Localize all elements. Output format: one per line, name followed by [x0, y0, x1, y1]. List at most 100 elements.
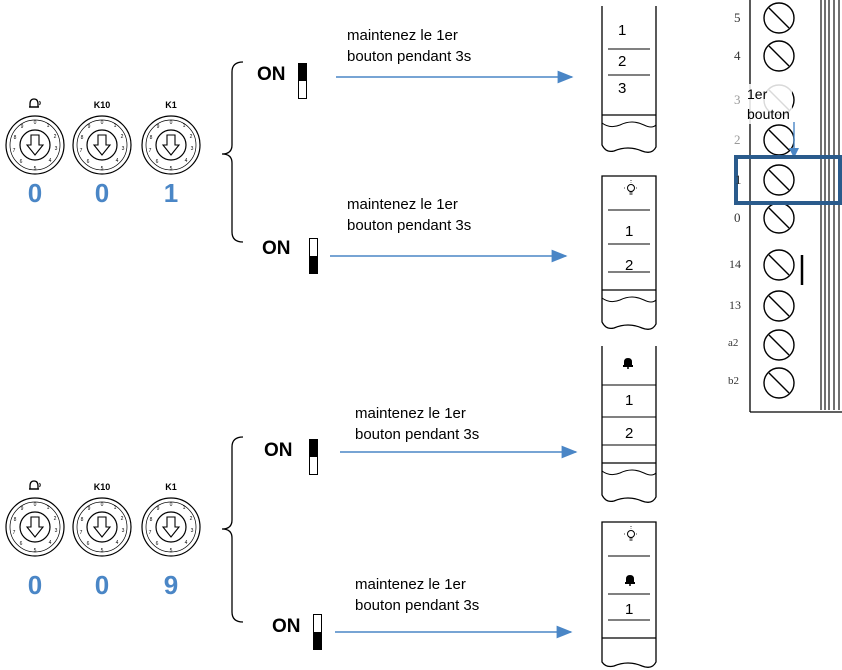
instruction-line1: maintenez le 1er	[347, 196, 458, 213]
svg-text:9: 9	[21, 506, 24, 512]
svg-text:8: 8	[150, 135, 153, 141]
svg-text:8: 8	[14, 135, 17, 141]
card2-cell-3: 2	[625, 257, 634, 274]
button-card-2	[601, 175, 657, 330]
card1-cell-1: 1	[618, 22, 627, 39]
terminal-label-b2: b2	[728, 375, 739, 387]
on-label-1: ON	[257, 64, 286, 85]
svg-text:2: 2	[121, 134, 124, 140]
svg-text:6: 6	[156, 541, 159, 547]
terminal-label-3: 3	[734, 92, 741, 107]
svg-text:8: 8	[81, 517, 84, 523]
svg-text:2: 2	[190, 516, 193, 522]
svg-text:7: 7	[13, 148, 16, 154]
terminal-label-14: 14	[729, 257, 741, 271]
callout-line1: 1er	[747, 86, 768, 102]
svg-text:2: 2	[121, 516, 124, 522]
dip-switch-2[interactable]	[309, 238, 318, 274]
svg-text:9: 9	[88, 124, 91, 130]
card1-cell-3: 3	[618, 80, 627, 97]
terminal-label-1: 1	[735, 172, 742, 187]
instruction-line1: maintenez le 1er	[355, 405, 466, 422]
terminal-block	[734, 0, 842, 415]
dip-switch-4[interactable]	[313, 614, 322, 650]
svg-text:6: 6	[87, 159, 90, 165]
bell-icon	[29, 98, 41, 108]
svg-text:8: 8	[14, 517, 17, 523]
svg-text:8: 8	[81, 135, 84, 141]
instruction-text-4: maintenez le 1er bouton pendant 3s	[355, 574, 575, 616]
terminal-label-a2: a2	[728, 337, 739, 349]
bulb-icon	[624, 180, 638, 195]
svg-text:1: 1	[47, 505, 50, 511]
svg-text:0: 0	[34, 502, 37, 508]
svg-text:5: 5	[34, 166, 37, 172]
card3-cell-2: 1	[625, 392, 634, 409]
k10-dial-label: K10	[93, 100, 111, 110]
svg-text:4: 4	[49, 540, 52, 546]
svg-text:9: 9	[157, 506, 160, 512]
svg-text:4: 4	[49, 158, 52, 164]
svg-text:1: 1	[114, 505, 117, 511]
svg-text:4: 4	[185, 158, 188, 164]
svg-text:7: 7	[80, 148, 83, 154]
instruction-line2: bouton pendant 3s	[355, 426, 480, 443]
k10-dial-label: K10	[93, 482, 111, 492]
svg-text:4: 4	[116, 540, 119, 546]
dip-switch-1[interactable]	[298, 63, 307, 99]
digit-bell: 0	[27, 178, 43, 208]
bell-dial-label	[4, 98, 66, 111]
svg-text:7: 7	[149, 530, 152, 536]
svg-text:0: 0	[34, 120, 37, 126]
svg-text:3: 3	[55, 146, 58, 152]
bell-icon	[623, 358, 633, 369]
svg-text:8: 8	[150, 517, 153, 523]
svg-text:3: 3	[191, 528, 194, 534]
svg-text:4: 4	[116, 158, 119, 164]
digit-k10: 0	[94, 178, 110, 208]
svg-text:7: 7	[13, 530, 16, 536]
instruction-text-1: maintenez le 1er bouton pendant 3s	[347, 25, 567, 67]
svg-text:1: 1	[47, 123, 50, 129]
terminal-label-0: 0	[734, 210, 741, 225]
digit-bell: 0	[27, 570, 43, 600]
svg-text:2: 2	[190, 134, 193, 140]
svg-text:6: 6	[20, 159, 23, 165]
callout-text: 1er bouton	[745, 84, 792, 124]
bulb-icon	[624, 526, 638, 541]
svg-text:1: 1	[183, 123, 186, 129]
svg-text:3: 3	[122, 528, 125, 534]
on-label-4: ON	[272, 616, 301, 637]
dip-switch-3[interactable]	[309, 439, 318, 475]
svg-text:5: 5	[170, 166, 173, 172]
svg-text:5: 5	[101, 548, 104, 554]
svg-text:7: 7	[80, 530, 83, 536]
instruction-line1: maintenez le 1er	[347, 27, 458, 44]
svg-text:0: 0	[101, 502, 104, 508]
instruction-line1: maintenez le 1er	[355, 576, 466, 593]
bell-icon	[29, 480, 41, 490]
svg-text:0: 0	[170, 502, 173, 508]
terminal-label-4: 4	[734, 48, 741, 63]
svg-text:9: 9	[88, 506, 91, 512]
svg-text:4: 4	[185, 540, 188, 546]
terminal-label-13: 13	[729, 298, 741, 312]
button-card-3	[601, 346, 657, 503]
k1-dial-label: K1	[165, 482, 177, 492]
svg-text:6: 6	[156, 159, 159, 165]
on-label-2: ON	[262, 238, 291, 259]
svg-text:5: 5	[34, 548, 37, 554]
callout-line2: bouton	[747, 106, 790, 122]
card1-cell-2: 2	[618, 53, 627, 70]
button-card-4	[601, 521, 657, 668]
svg-text:6: 6	[20, 541, 23, 547]
